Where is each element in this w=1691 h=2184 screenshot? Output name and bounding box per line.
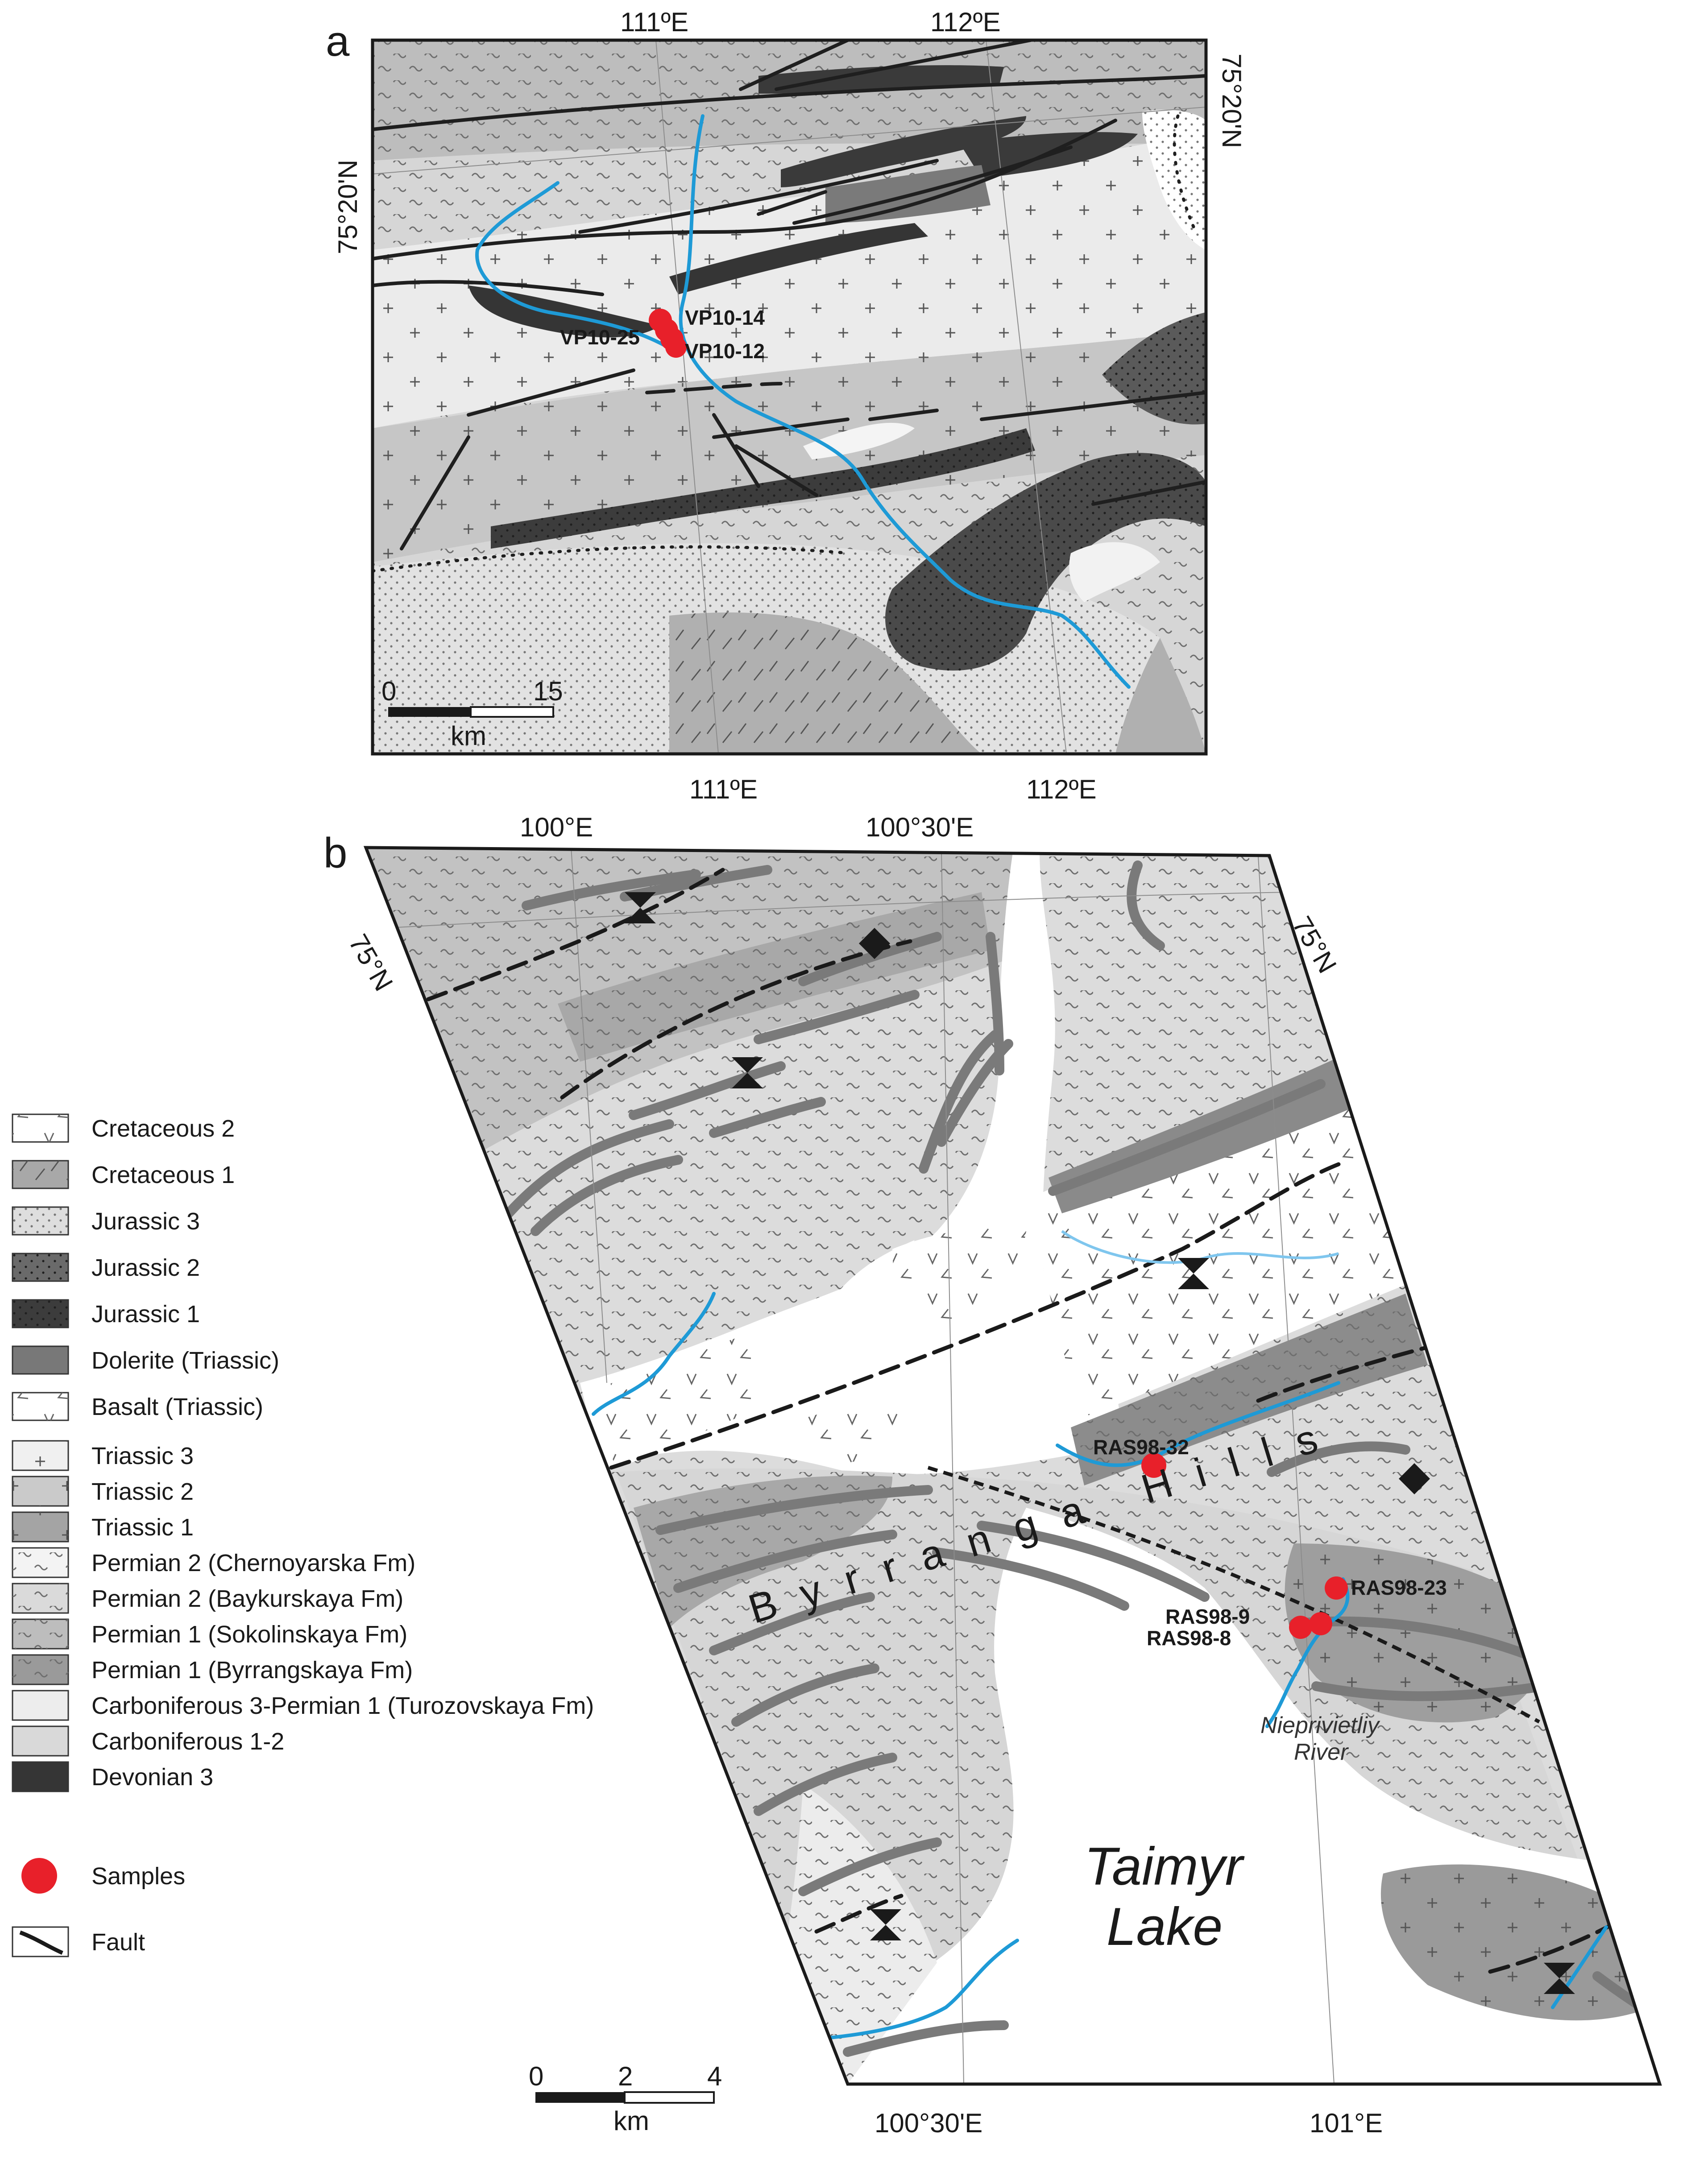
- legend-label: Triassic 2: [91, 1478, 194, 1505]
- panel-b-frame: [363, 846, 1662, 2086]
- panel-b-sample-markers: [1141, 1453, 1348, 1639]
- legend-item: Carboniferous 3-Permian 1 (Turozovskaya …: [12, 1690, 594, 1721]
- legend-item: Triassic 1: [12, 1511, 194, 1543]
- legend-item: Permian 2 (Baykurskaya Fm): [12, 1583, 403, 1614]
- legend-label: Devonian 3: [91, 1764, 213, 1791]
- legend-swatch: [12, 1761, 69, 1792]
- panel-b-scale-bar: 0 2 4 km: [529, 2061, 722, 2136]
- lake-label-line-1: Taimyr: [1084, 1837, 1245, 1896]
- sample-label-ras98-9: RAS98-9: [1165, 1605, 1250, 1628]
- panel-a-top-tick-112: 112ºE: [930, 7, 1001, 37]
- legend-swatch-pattern: [12, 1655, 68, 1684]
- legend-swatch: [12, 1690, 69, 1721]
- legend-swatch-pattern: [12, 1300, 68, 1328]
- legend: Cretaceous 2 Cretaceous 1 Jurassic 3 Jurass…: [12, 1113, 594, 1957]
- panel-a-scale-unit: km: [451, 721, 486, 751]
- sample-label-ras98-23: RAS98-23: [1351, 1576, 1447, 1599]
- panel-b-top-tick-100: 100°E: [520, 812, 593, 842]
- panel-a-letter: a: [326, 17, 350, 65]
- panel-a-scale-bar: 0 15 km: [381, 676, 563, 751]
- sample-label-ras98-32: RAS98-32: [1093, 1435, 1189, 1459]
- legend-item: Jurassic 2: [12, 1253, 200, 1282]
- legend-swatch-pattern: [12, 1207, 68, 1235]
- panel-b-scale-mid: 2: [618, 2061, 633, 2091]
- lake-label-line-2: Lake: [1107, 1897, 1223, 1956]
- sample-label-vp10-25: VP10-25: [560, 326, 640, 349]
- legend-item: Devonian 3: [12, 1761, 213, 1792]
- legend-label: Jurassic 1: [91, 1301, 200, 1328]
- legend-item: Permian 2 (Chernoyarska Fm): [12, 1547, 415, 1578]
- legend-swatch-pattern: [12, 1477, 68, 1506]
- panel-b-scale-max: 4: [707, 2061, 722, 2091]
- legend-swatch-pattern: [12, 1253, 68, 1281]
- legend-swatch-pattern: [12, 1161, 68, 1188]
- panel-a-bottom-tick-111: 111ºE: [689, 774, 758, 804]
- legend-label: Permian 1 (Sokolinskaya Fm): [91, 1621, 407, 1648]
- legend-item: Cretaceous 2: [12, 1113, 235, 1143]
- panel-a-sample-markers: [649, 309, 687, 358]
- legend-label: Dolerite (Triassic): [91, 1347, 279, 1374]
- legend-label: Permian 2 (Chernoyarska Fm): [91, 1550, 415, 1576]
- panel-b-map-body: [366, 848, 1660, 2084]
- legend-label: Carboniferous 1-2: [91, 1728, 284, 1755]
- panel-a-scale-max: 15: [533, 676, 563, 706]
- legend-label: Triassic 1: [91, 1514, 194, 1541]
- panel-b-letter: b: [323, 829, 347, 877]
- panel-b-left-lat: 75°N: [343, 929, 399, 996]
- panel-a-right-lat: 75°20'N: [1217, 54, 1247, 148]
- panel-b-bottom-tick-10030: 100°30'E: [875, 2108, 982, 2138]
- legend-swatch-pattern: [12, 1441, 68, 1470]
- legend-swatch-pattern: [12, 1548, 68, 1577]
- panel-b-bottom-tick-101: 101°E: [1310, 2108, 1383, 2138]
- legend-swatch-pattern: [12, 1619, 68, 1649]
- legend-swatch: [12, 1345, 69, 1375]
- legend-sample-marker: [21, 1858, 57, 1894]
- legend-label: Permian 1 (Byrrangskaya Fm): [91, 1657, 413, 1684]
- legend-swatch-pattern: [12, 1512, 68, 1542]
- panel-a-frame: [371, 38, 1208, 756]
- legend-label: Jurassic 3: [91, 1208, 200, 1235]
- panel-a-map-body: [373, 40, 1206, 754]
- panel-b-scale-zero: 0: [529, 2061, 543, 2091]
- legend-label: Jurassic 2: [91, 1254, 200, 1281]
- panel-a-left-lat: 75°20'N: [333, 160, 363, 254]
- panel-b-scale-unit: km: [613, 2106, 649, 2136]
- legend-swatch-pattern: [12, 1393, 68, 1420]
- legend-item: Jurassic 3: [12, 1206, 200, 1236]
- legend-label: Carboniferous 3-Permian 1 (Turozovskaya …: [91, 1692, 594, 1719]
- legend-item: Carboniferous 1-2: [12, 1725, 284, 1757]
- legend-item: Permian 1 (Byrrangskaya Fm): [12, 1654, 413, 1685]
- legend-label: Cretaceous 2: [91, 1115, 235, 1142]
- panel-a-bottom-tick-112: 112ºE: [1026, 774, 1097, 804]
- sample-label-vp10-14: VP10-14: [685, 306, 765, 329]
- panel-a: a 111ºE 112ºE 111ºE 112ºE 75°20'N 75°20'…: [326, 7, 1247, 804]
- legend-swatch-pattern: [12, 1584, 68, 1613]
- panel-b: b 100°E 100°30'E 100°30'E 101°E 75°N 75°…: [323, 812, 1662, 2138]
- legend-label: Cretaceous 1: [91, 1162, 235, 1188]
- sample-label-vp10-12: VP10-12: [685, 339, 765, 363]
- legend-label: Triassic 3: [91, 1443, 194, 1469]
- panel-a-top-tick-111: 111ºE: [620, 7, 688, 37]
- legend-item: Triassic 3: [12, 1440, 194, 1471]
- legend-label: Permian 2 (Baykurskaya Fm): [91, 1585, 403, 1612]
- legend-fault-label: Fault: [91, 1929, 145, 1956]
- legend-swatch-pattern: [12, 1114, 68, 1142]
- legend-item: Jurassic 1: [12, 1299, 200, 1328]
- panel-b-top-tick-10030: 100°30'E: [866, 812, 974, 842]
- legend-samples-label: Samples: [91, 1863, 185, 1890]
- legend-fault-line: [19, 1930, 63, 1955]
- river-label-line-1: Nieprivietliy: [1260, 1712, 1380, 1738]
- panel-a-scale-zero: 0: [381, 676, 396, 706]
- legend-swatch: [12, 1725, 69, 1757]
- legend-item: Triassic 2: [12, 1476, 194, 1507]
- legend-item: Cretaceous 1: [12, 1160, 235, 1189]
- river-label-line-2: River: [1294, 1739, 1349, 1765]
- legend-item: Basalt (Triassic): [12, 1392, 263, 1421]
- legend-item: Permian 1 (Sokolinskaya Fm): [12, 1618, 407, 1650]
- legend-label: Basalt (Triassic): [91, 1394, 263, 1420]
- legend-item: Dolerite (Triassic): [12, 1345, 279, 1375]
- sample-label-ras98-8: RAS98-8: [1147, 1626, 1231, 1650]
